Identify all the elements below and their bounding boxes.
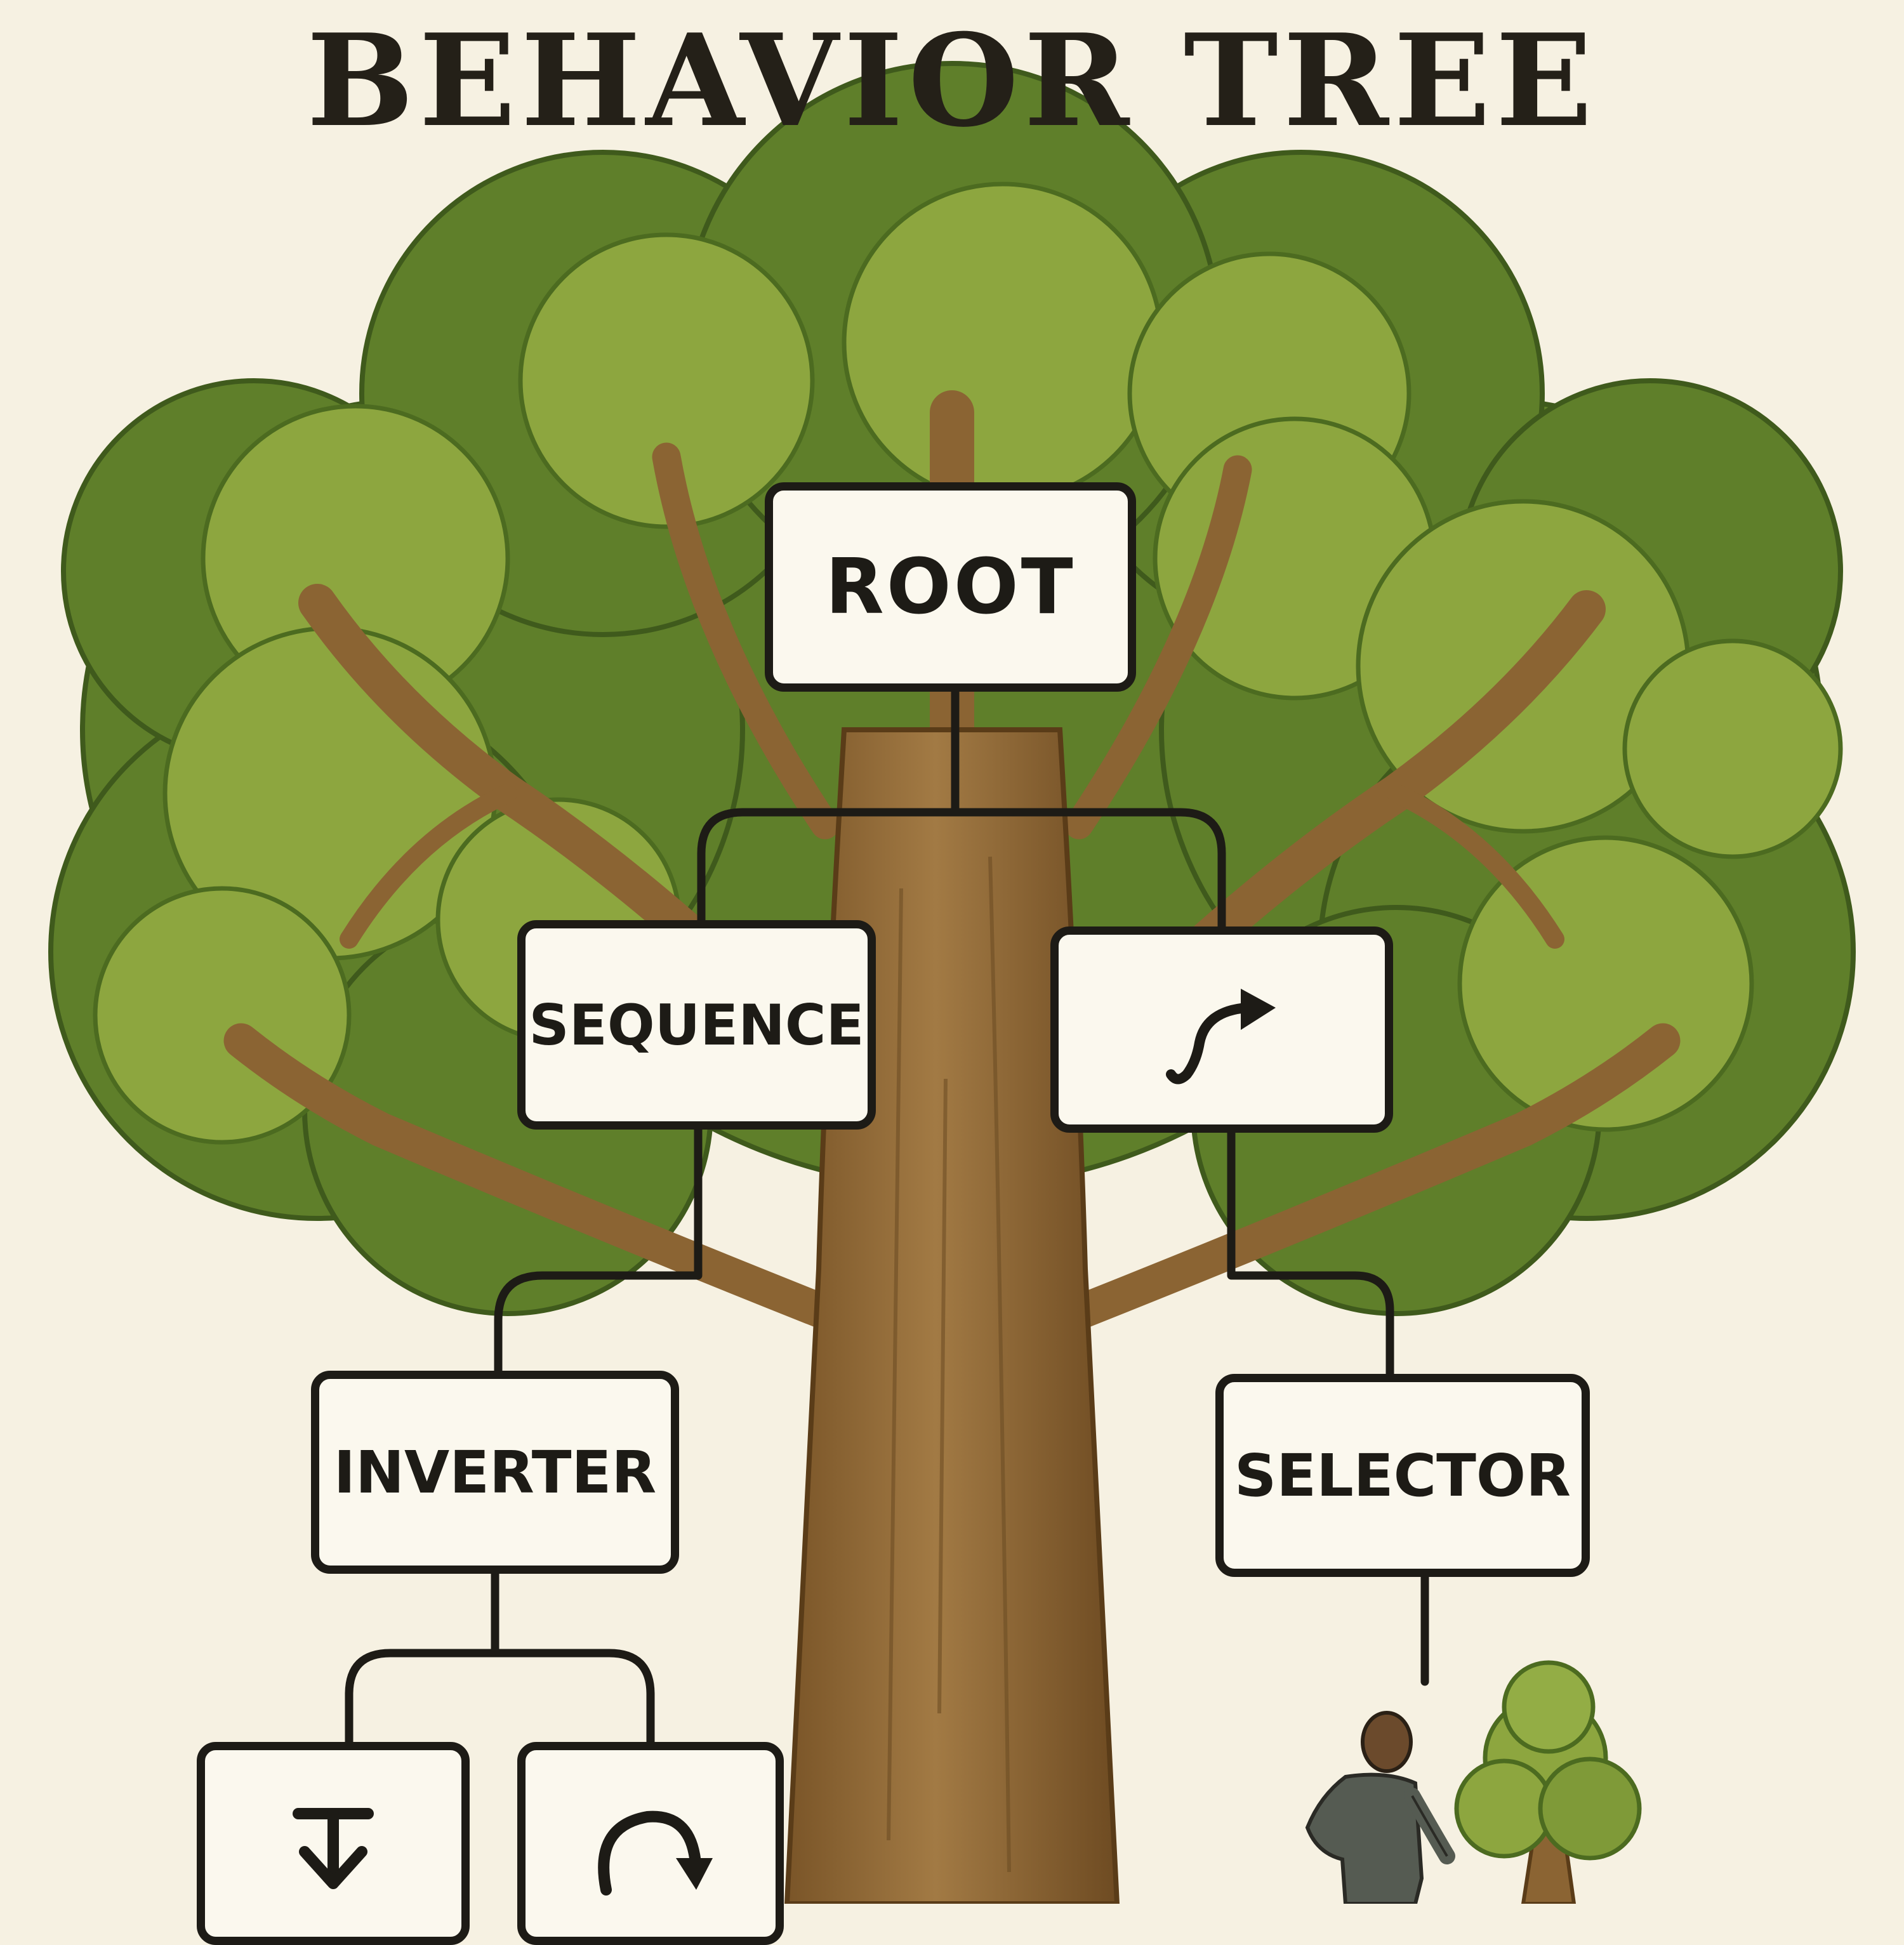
small-tree bbox=[1454, 1660, 1642, 1904]
inverter-node-label: INVERTER bbox=[333, 1438, 657, 1507]
action-node bbox=[1050, 926, 1393, 1133]
sequence-node-label: SEQUENCE bbox=[529, 992, 864, 1058]
behavior-tree-illustration: BEHAVIOR TREE ROOT SEQUENCE INVERTER SEL… bbox=[48, 6, 1856, 1945]
connector-lines bbox=[345, 684, 1429, 1753]
selector-node: SELECTOR bbox=[1215, 1374, 1590, 1577]
leaf-node-right bbox=[517, 1742, 784, 1945]
inverter-node: INVERTER bbox=[311, 1371, 679, 1574]
sequence-node: SEQUENCE bbox=[517, 920, 876, 1130]
down-arrow-bar-icon bbox=[286, 1801, 381, 1896]
curved-arrow-right-icon bbox=[1152, 973, 1292, 1087]
person-figure bbox=[1305, 1711, 1455, 1904]
tree-trunk bbox=[784, 727, 1120, 1904]
selector-node-label: SELECTOR bbox=[1234, 1441, 1571, 1510]
page-title: BEHAVIOR TREE bbox=[307, 6, 1597, 155]
tree-artwork bbox=[48, 61, 1856, 1904]
leaf-node-left bbox=[197, 1742, 470, 1945]
bark-texture bbox=[887, 856, 1011, 1873]
loop-arrow-icon bbox=[587, 1795, 714, 1902]
root-node-label: ROOT bbox=[825, 543, 1076, 631]
root-node: ROOT bbox=[765, 482, 1136, 692]
